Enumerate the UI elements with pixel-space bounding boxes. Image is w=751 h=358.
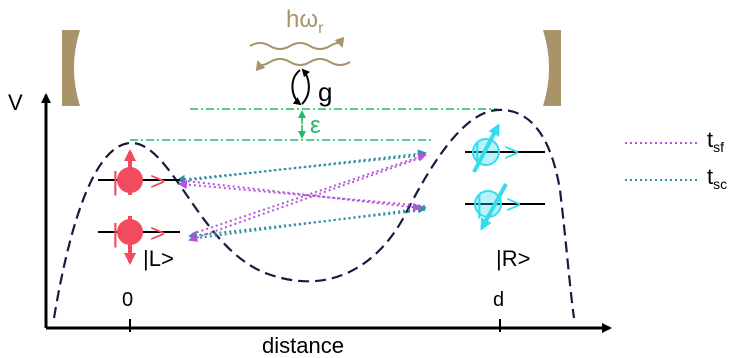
spin-flip-arrow [188, 157, 421, 242]
legend-label-spin-conserving: tsc [707, 164, 727, 192]
right-state-label: |R> [496, 246, 530, 271]
svg-text:>: > [150, 218, 165, 248]
potential-curve [52, 108, 576, 319]
cavity-mirror-left-icon [62, 30, 80, 106]
spin-flip-arrow [191, 152, 427, 235]
detuning-label: ε [310, 112, 321, 139]
x-tick-label-zero: 0 [122, 289, 133, 311]
svg-text:|: | [474, 137, 481, 167]
spin-conserving-arrow [189, 204, 427, 240]
svg-text:|: | [112, 218, 119, 248]
right-spin-down-state: | > [465, 183, 545, 231]
y-axis-label: V [8, 90, 23, 115]
spin-flip-arrow [178, 180, 426, 207]
legend: tsf tsc [625, 127, 727, 192]
svg-text:>: > [506, 189, 521, 219]
right-spin-up-state: | > [465, 123, 545, 173]
svg-text:|: | [476, 189, 483, 219]
left-spin-up-state: | > [98, 149, 180, 196]
wavy-photon-icon [249, 36, 351, 72]
coupling-loop-icon [291, 68, 310, 106]
svg-text:>: > [504, 137, 519, 167]
legend-label-spin-flip: tsf [707, 127, 724, 155]
coupling-label: g [318, 77, 332, 107]
photon-label: hωr [286, 6, 324, 37]
x-tick-label-d: d [493, 289, 504, 311]
svg-text:>: > [150, 166, 165, 196]
cavity-mirror-right-icon [543, 30, 561, 106]
svg-text:|: | [112, 166, 119, 196]
left-spin-down-state: | > [98, 216, 180, 265]
spin-conserving-arrow [176, 154, 426, 184]
x-axis-label: distance [262, 333, 344, 358]
left-state-label: |L> [143, 246, 174, 271]
